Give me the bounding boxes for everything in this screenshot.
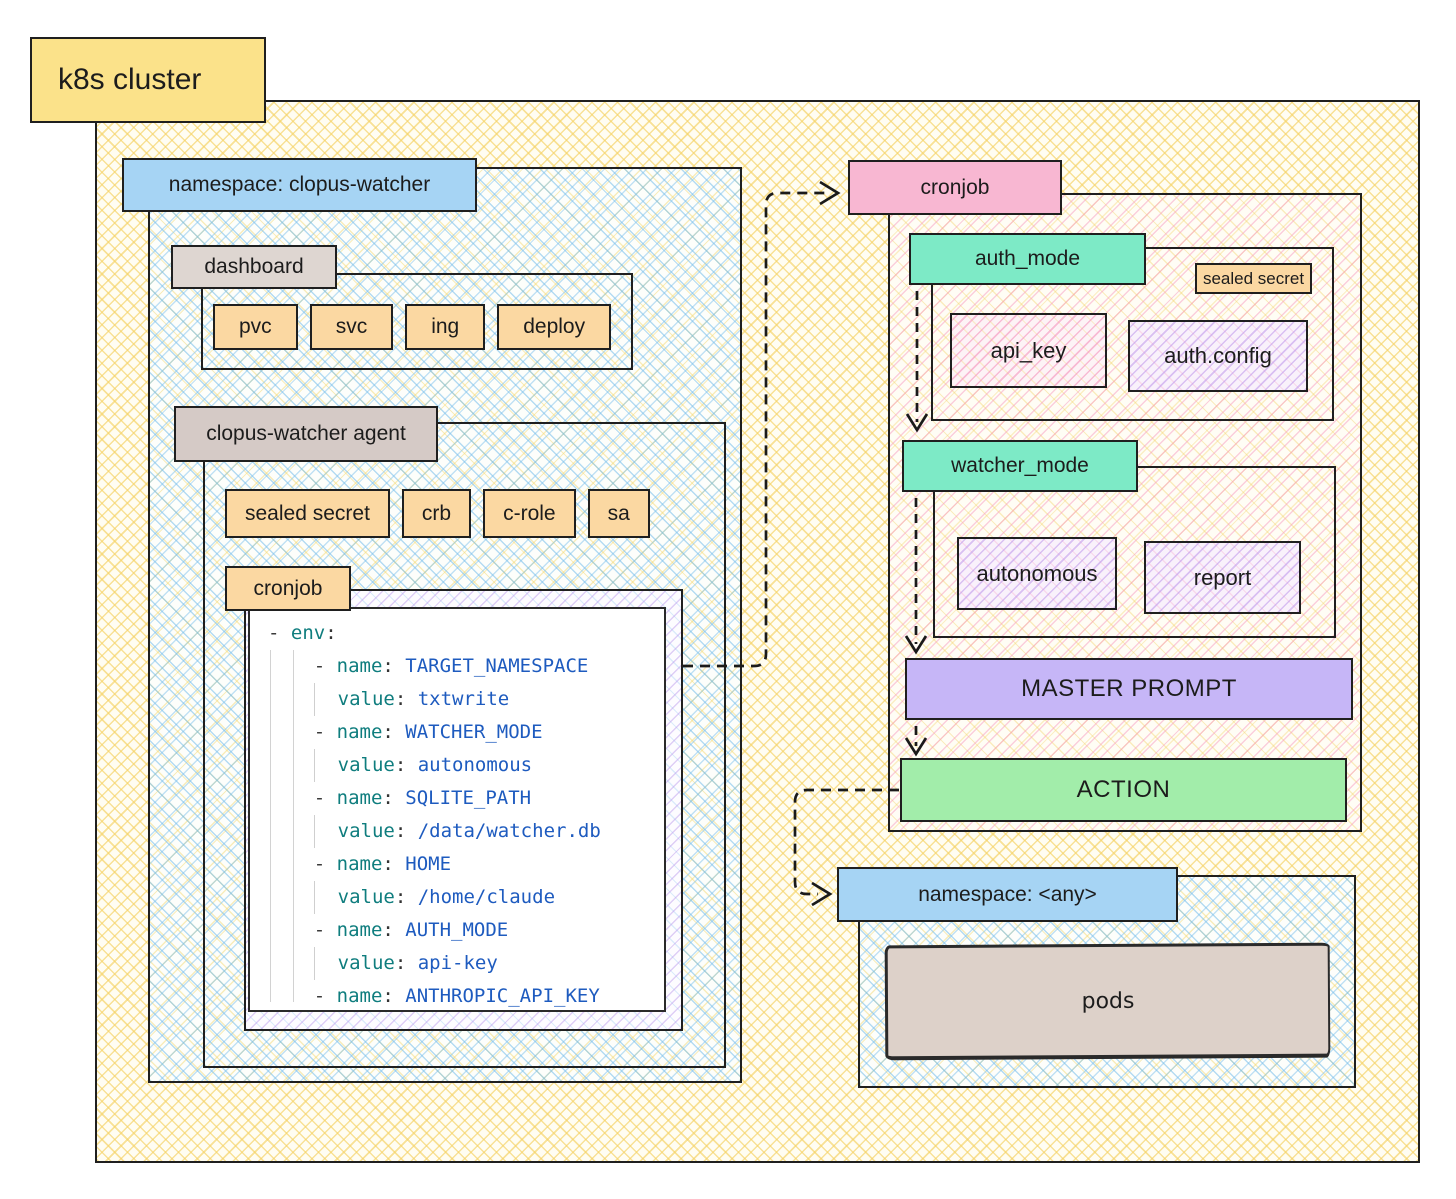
env-yaml-code-block: - env: - name: TARGET_NAMESPACE value: txt…	[248, 607, 666, 1012]
auth-mode-label: auth_mode	[909, 233, 1146, 285]
code-line: value: /data/watcher.db	[268, 815, 658, 848]
namespace-clopus-watcher-label: namespace: clopus-watcher	[122, 158, 477, 212]
cluster-label: k8s cluster	[30, 37, 266, 123]
auth-config-text: auth.config	[1164, 343, 1272, 368]
dashboard-resource-chip: ing	[405, 304, 486, 350]
autonomous-node: autonomous	[957, 537, 1117, 610]
code-line: - name: TARGET_NAMESPACE	[313, 655, 589, 677]
code-line: - name: SQLITE_PATH	[313, 787, 532, 809]
namespace-any-label: namespace: <any>	[837, 867, 1178, 922]
code-line: - name: AUTH_MODE	[313, 919, 509, 941]
cronjob-right-label: cronjob	[848, 160, 1062, 215]
agent-label: clopus-watcher agent	[174, 406, 438, 462]
agent-resource-chip: sealed secret	[225, 489, 390, 538]
auth-mode-label-text: auth_mode	[974, 247, 1081, 270]
sealed-secret-badge-text: sealed secret	[1202, 268, 1305, 288]
namespace-clopus-watcher-text: namespace: clopus-watcher	[168, 173, 431, 196]
dashboard-resource-chip: deploy	[497, 304, 612, 350]
api-key-node: api_key	[950, 313, 1107, 388]
pods-node: pods	[884, 942, 1331, 1061]
report-text: report	[1193, 564, 1252, 590]
agent-label-text: clopus-watcher agent	[206, 422, 406, 445]
cronjob-left-label-text: cronjob	[253, 576, 323, 600]
code-line: - name: ANTHROPIC_API_KEY	[313, 985, 600, 1007]
code-line: - env:	[268, 622, 337, 644]
code-line: value: api-key	[268, 947, 658, 980]
agent-resource-chip: c-role	[483, 489, 576, 538]
pods-text: pods	[1081, 988, 1135, 1014]
code-line: - name: WATCHER_MODE	[313, 721, 543, 743]
master-prompt-bar: MASTER PROMPT	[905, 658, 1353, 720]
watcher-mode-label: watcher_mode	[902, 440, 1138, 492]
autonomous-text: autonomous	[976, 560, 1098, 586]
dashboard-resource-chip: pvc	[213, 304, 298, 350]
cronjob-right-label-text: cronjob	[920, 175, 990, 199]
watcher-mode-label-text: watcher_mode	[951, 454, 1089, 477]
report-node: report	[1144, 541, 1301, 614]
action-bar: ACTION	[900, 758, 1347, 822]
code-line: - name: HOME	[313, 853, 452, 875]
agent-resource-chip: crb	[401, 489, 472, 538]
api-key-text: api_key	[990, 337, 1067, 363]
code-line: value: /home/claude	[268, 881, 658, 914]
cronjob-left-label: cronjob	[225, 566, 351, 611]
namespace-any-text: namespace: <any>	[918, 882, 1097, 906]
agent-resource-chip: sa	[587, 489, 650, 538]
dashboard-label: dashboard	[171, 245, 337, 289]
code-line: value: txtwrite	[268, 683, 658, 716]
dashboard-label-text: dashboard	[204, 255, 304, 278]
master-prompt-text: MASTER PROMPT	[1021, 675, 1237, 702]
sealed-secret-badge: sealed secret	[1195, 263, 1312, 294]
auth-config-node: auth.config	[1128, 320, 1308, 392]
code-line: value: autonomous	[268, 749, 658, 782]
cluster-label-text: k8s cluster	[58, 63, 202, 96]
indent-guide	[293, 650, 294, 1002]
dashboard-resource-chip: svc	[309, 304, 394, 350]
indent-guide	[270, 650, 271, 1002]
action-text: ACTION	[1076, 776, 1171, 803]
